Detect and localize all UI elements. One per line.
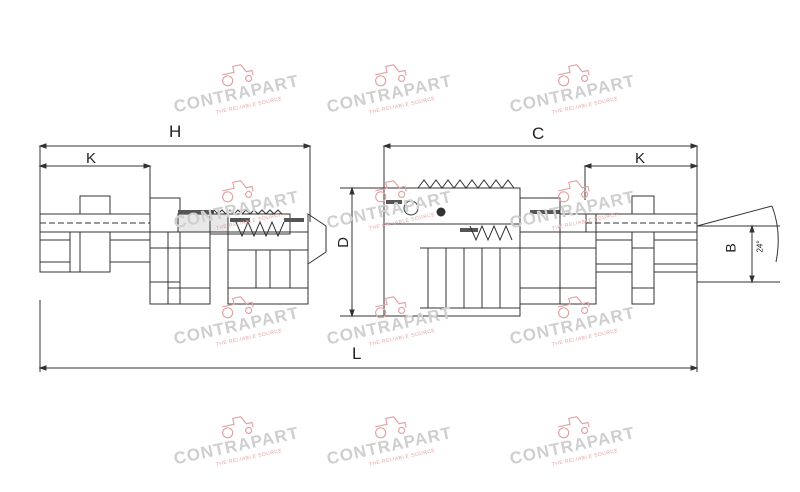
watermark: CONTRAPART THE RELIABLE SOURCE <box>167 161 326 251</box>
watermark: CONTRAPART THE RELIABLE SOURCE <box>503 45 662 135</box>
dim-label-k-right: K <box>635 150 646 167</box>
tractor-icon <box>375 416 407 439</box>
dim-label-angle: 24° <box>755 240 765 253</box>
dim-label-k-left: K <box>86 150 97 167</box>
watermark: CONTRAPART THE RELIABLE SOURCE <box>320 45 479 135</box>
tractor-icon <box>375 180 407 203</box>
dim-line-d <box>340 186 384 318</box>
dim-line-l <box>38 250 699 372</box>
tractor-icon <box>558 416 590 439</box>
dim-line-b <box>696 205 780 284</box>
dim-label-c: C <box>532 124 545 143</box>
dim-label-h: H <box>169 122 182 141</box>
watermark: CONTRAPART THE RELIABLE SOURCE <box>167 277 326 367</box>
tractor-icon <box>222 416 254 439</box>
tractor-icon <box>558 296 590 319</box>
dim-label-l: L <box>352 344 362 363</box>
watermark: CONTRAPART THE RELIABLE SOURCE <box>167 397 326 487</box>
tractor-icon <box>222 296 254 319</box>
female-coupler <box>383 179 698 317</box>
dim-line-k-left <box>38 163 152 200</box>
tractor-icon <box>375 64 407 87</box>
tractor-icon <box>558 64 590 87</box>
watermark: CONTRAPART THE RELIABLE SOURCE <box>320 397 479 487</box>
watermark: CONTRAPART THE RELIABLE SOURCE <box>503 277 662 367</box>
dim-line-h <box>38 143 312 222</box>
tractor-icon <box>558 180 590 203</box>
tractor-icon <box>375 296 407 319</box>
watermark: CONTRAPART THE RELIABLE SOURCE <box>320 277 479 367</box>
tractor-icon <box>222 64 254 87</box>
watermark: CONTRAPART THE RELIABLE SOURCE <box>167 45 326 135</box>
watermark: CONTRAPART THE RELIABLE SOURCE <box>320 161 479 251</box>
dim-label-b: B <box>722 243 739 253</box>
watermark: CONTRAPART THE RELIABLE SOURCE <box>503 397 662 487</box>
male-plug <box>39 195 327 305</box>
watermark: CONTRAPART THE RELIABLE SOURCE <box>503 161 662 251</box>
tractor-icon <box>222 180 254 203</box>
dim-line-k-right <box>583 163 699 200</box>
